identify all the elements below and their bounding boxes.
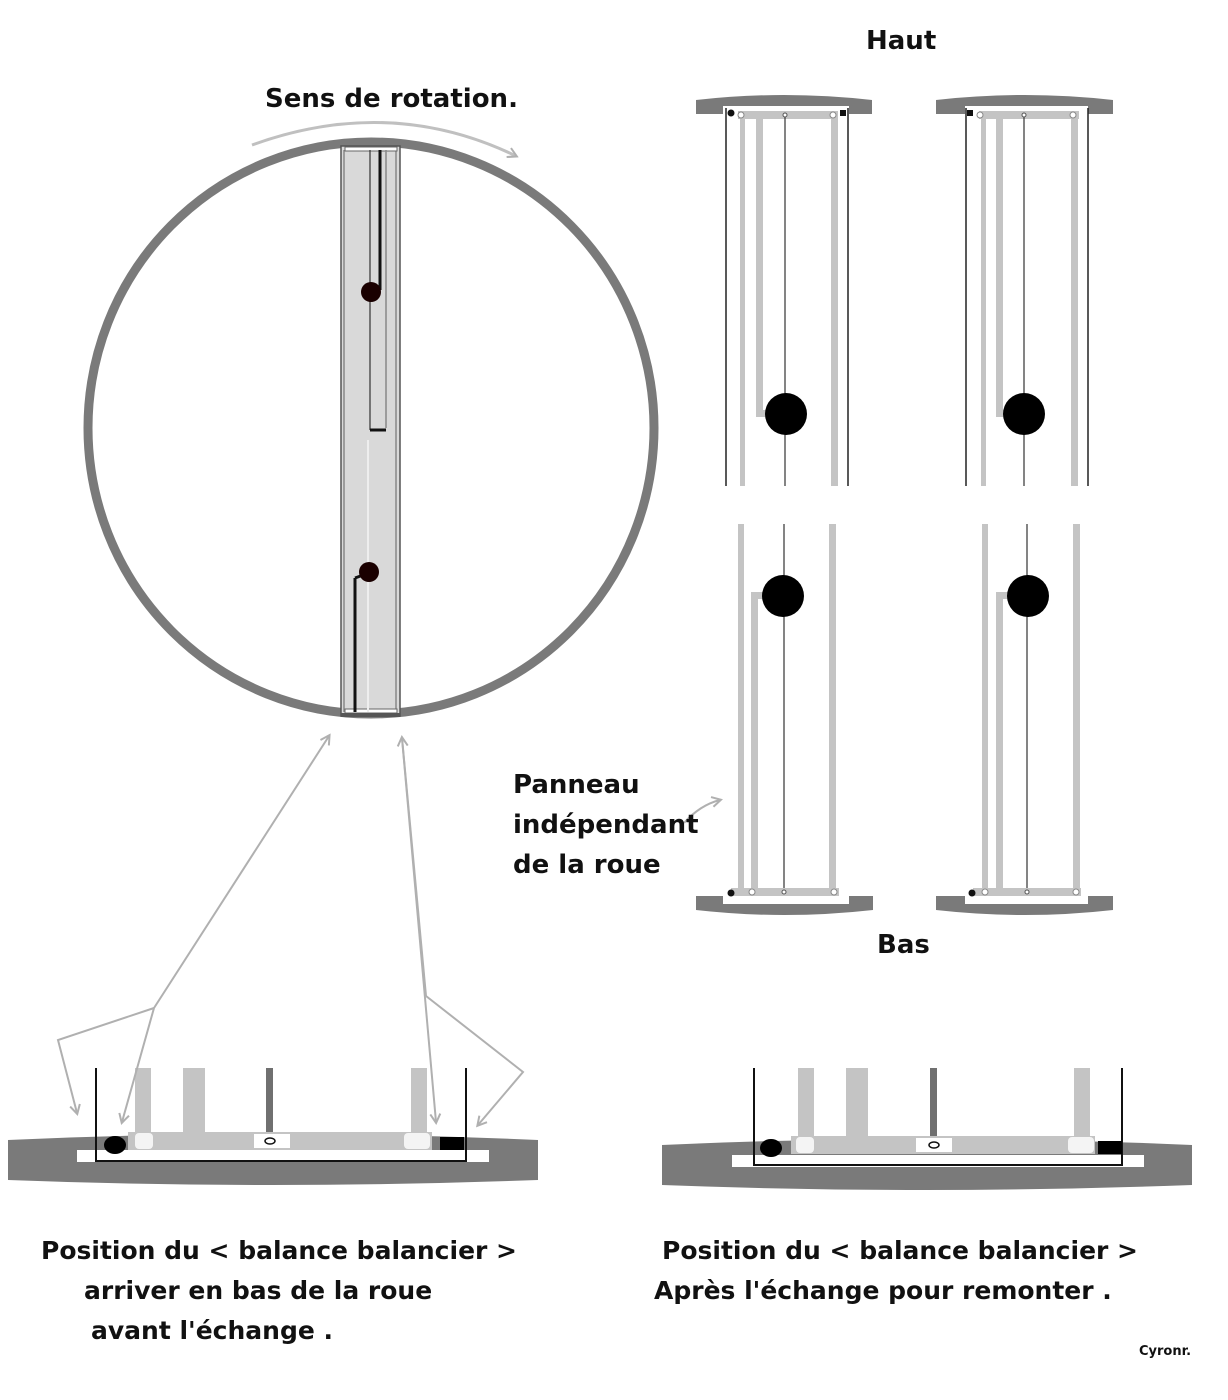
detail-bottom-right	[936, 524, 1113, 915]
weight-bottom-right	[1007, 575, 1049, 617]
weight-top-left	[765, 393, 807, 435]
detail-bottom-left	[696, 524, 873, 915]
rotation-label: Sens de rotation.	[265, 84, 518, 114]
weight-bottom-left	[762, 575, 804, 617]
detail-top-right	[936, 95, 1113, 486]
wheel-weight-top	[361, 282, 381, 302]
top-label: Haut	[866, 26, 937, 56]
caption-left-line3: avant l'échange .	[91, 1316, 334, 1345]
closeup-before-exchange	[8, 737, 538, 1185]
caption-left-line2: arriver en bas de la roue	[84, 1276, 433, 1305]
panel-label-line2: indépendant	[513, 810, 699, 840]
closeup-after-exchange	[662, 1068, 1192, 1190]
panel-arrow	[683, 800, 720, 824]
bottom-label: Bas	[877, 930, 930, 960]
wheel-weight-bottom	[359, 562, 379, 582]
weight-top-right	[1003, 393, 1045, 435]
wheel	[83, 121, 659, 1009]
detail-top-left	[696, 95, 872, 486]
caption-left-line1: Position du < balance balancier >	[41, 1236, 518, 1265]
signature: Cyronr.	[1139, 1344, 1192, 1359]
rotation-arrow	[251, 121, 516, 156]
caption-right-line1: Position du < balance balancier >	[662, 1236, 1139, 1265]
panel-label-line1: Panneau	[513, 770, 640, 800]
caption-right-line2: Après l'échange pour remonter .	[654, 1276, 1112, 1305]
panel-label-line3: de la roue	[513, 850, 661, 880]
wheel-panel	[340, 145, 401, 717]
